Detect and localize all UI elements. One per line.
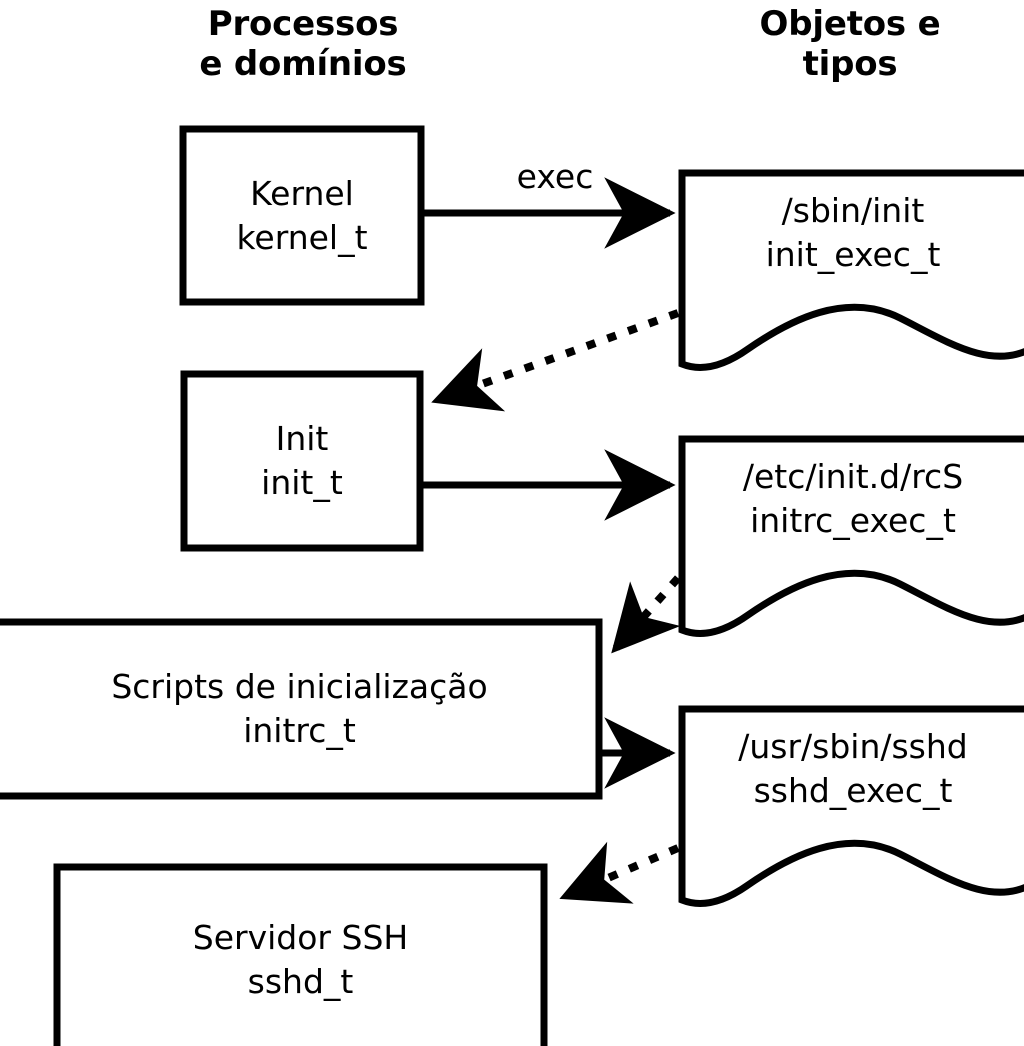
node-initrc-box[interactable]	[0, 618, 603, 800]
node-sshd-box[interactable]	[53, 863, 548, 1046]
node-sshd-exec-box[interactable]	[678, 705, 1024, 907]
edge-initrc-exec-initrc	[611, 575, 681, 654]
node-kernel-box[interactable]	[179, 125, 425, 306]
node-init-exec-box[interactable]	[678, 169, 1024, 371]
node-init-box[interactable]	[180, 370, 424, 552]
node-initrc-exec-box[interactable]	[678, 435, 1024, 637]
column-header-processes: Processos e domínios	[199, 4, 407, 85]
edge-init-exec-init	[431, 309, 680, 412]
edge-label-exec: exec	[516, 157, 594, 196]
column-header-objects: Objetos e tipos	[759, 4, 941, 85]
edge-sshd-exec-sshd	[559, 841, 680, 904]
